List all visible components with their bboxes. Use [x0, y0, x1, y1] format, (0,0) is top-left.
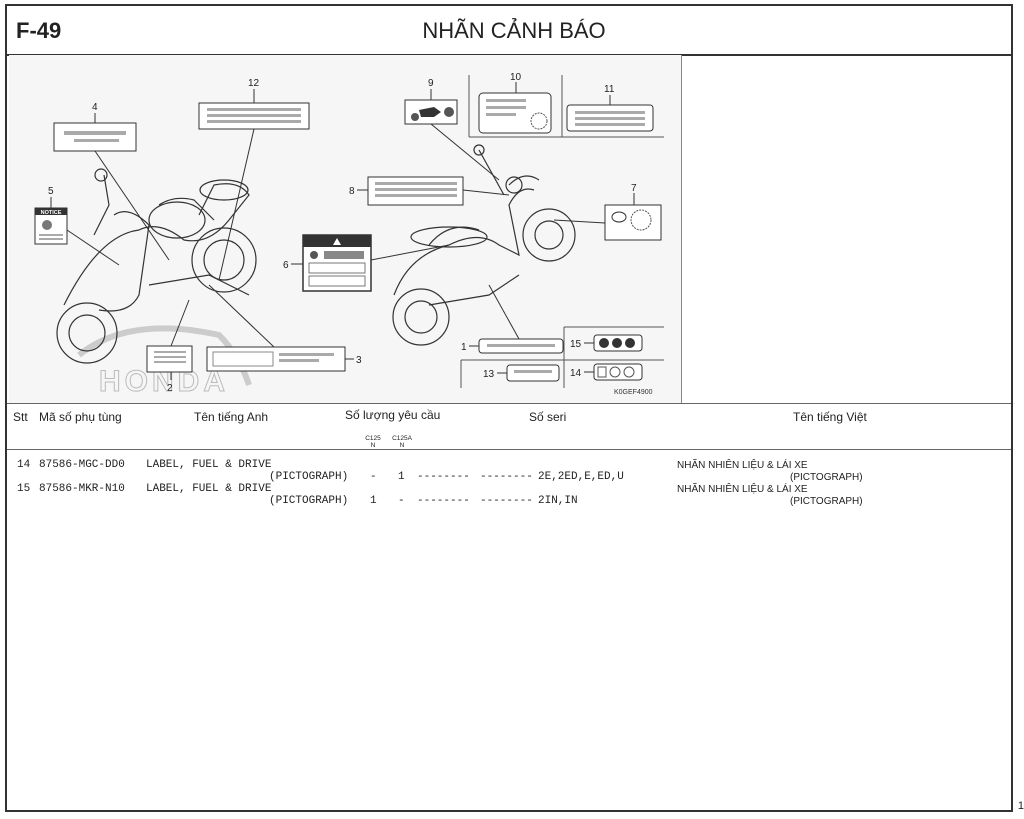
page-title: NHÃN CẢNH BÁO: [422, 18, 606, 43]
col-qty-c125a: C125A N: [392, 435, 412, 449]
label-4: [53, 113, 170, 261]
right-motorcycle: [392, 144, 576, 346]
row-stt: 15: [17, 483, 31, 495]
row-name-en: LABEL, FUEL & DRIVE: [146, 483, 272, 495]
label-10-11-box: [468, 75, 664, 138]
col-qty: Số lượng yêu cầu: [345, 408, 441, 422]
callout-14: 14: [570, 368, 582, 379]
row-dash-2: --------: [480, 495, 533, 507]
label-7: [553, 193, 662, 241]
callout-9: 9: [428, 78, 434, 89]
page-code: F-49: [16, 18, 62, 43]
row-qty-c125: -: [370, 471, 377, 483]
row-part-no: 87586-MKR-N10: [39, 483, 125, 495]
row-part-no: 87586-MGC-DD0: [39, 459, 125, 471]
callout-13: 13: [483, 369, 495, 380]
label-12: [198, 89, 310, 281]
row-name-en: LABEL, FUEL & DRIVE: [146, 459, 272, 471]
callout-7: 7: [631, 183, 637, 194]
callout-5: 5: [48, 186, 54, 197]
notice-text: NOTICE: [41, 210, 62, 216]
callout-3: 3: [356, 355, 362, 366]
row-name-vn: NHÃN NHIÊN LIỆU & LÁI XE: [677, 484, 808, 495]
callout-1: 1: [461, 342, 467, 353]
label-1: [469, 284, 564, 354]
callout-6: 6: [283, 260, 289, 271]
row-serial: 2E,2ED,E,ED,U: [538, 471, 624, 483]
row-name-vn: NHÃN NHIÊN LIỆU & LÁI XE: [677, 460, 808, 471]
label-8: [357, 176, 510, 206]
label-2: [146, 299, 193, 380]
row-stt: 14: [17, 459, 31, 471]
label-6: [291, 234, 450, 292]
col-serial: Số seri: [529, 410, 567, 424]
row-name-vn-2: (PICTOGRAPH): [790, 472, 863, 483]
row-qty-c125a: -: [398, 495, 405, 507]
row-name-en-2: (PICTOGRAPH): [269, 471, 349, 483]
col-name-en: Tên tiếng Anh: [194, 410, 269, 424]
page-header: F-49 NHÃN CẢNH BÁO: [7, 6, 1011, 56]
table-header: Stt Mã số phụ tùng Tên tiếng Anh Số lượn…: [7, 403, 1011, 450]
label-5-notice: NOTICE: [34, 197, 120, 266]
parts-diagram: HONDA: [9, 55, 682, 403]
row-dash-2: --------: [480, 471, 533, 483]
callout-11: 11: [604, 84, 615, 95]
callout-2: 2: [167, 383, 173, 394]
callout-4: 4: [92, 102, 98, 113]
row-dash-1: --------: [417, 471, 470, 483]
callout-15: 15: [570, 339, 582, 350]
col-name-vn: Tên tiếng Việt: [793, 410, 867, 424]
row-name-vn-2: (PICTOGRAPH): [790, 496, 863, 507]
page-number: 1: [1017, 800, 1024, 812]
callout-10: 10: [510, 72, 522, 83]
col-stt: Stt: [13, 410, 28, 424]
callout-8: 8: [349, 186, 355, 197]
left-motorcycle: [56, 168, 257, 364]
col-qty-c125: C125 N: [365, 435, 381, 449]
blank-panel: [682, 55, 1013, 403]
label-13-14-15-box: [460, 326, 664, 388]
callout-12: 12: [248, 78, 260, 89]
row-qty-c125: 1: [370, 495, 377, 507]
row-qty-c125a: 1: [398, 471, 405, 483]
label-9: [404, 89, 500, 181]
col-part-no: Mã số phụ tùng: [39, 410, 122, 424]
diagram-image-code: K0GEF4900: [614, 389, 653, 396]
label-3: [206, 284, 354, 372]
row-dash-1: --------: [417, 495, 470, 507]
page-frame: F-49 NHÃN CẢNH BÁO HONDA: [5, 4, 1013, 812]
row-serial: 2IN,IN: [538, 495, 578, 507]
row-name-en-2: (PICTOGRAPH): [269, 495, 349, 507]
